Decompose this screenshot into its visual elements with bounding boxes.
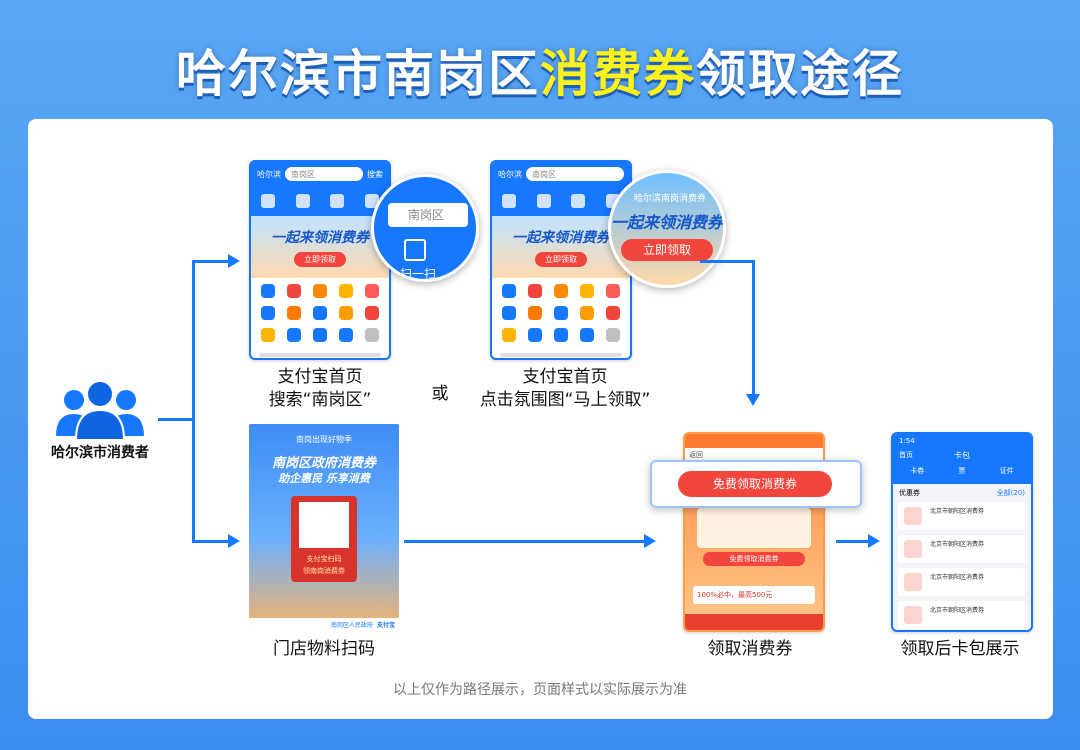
promo-banner[interactable]: 一起来领消费券立即领取	[251, 216, 389, 278]
receive-button[interactable]: 免费领取消费券	[678, 471, 832, 497]
tab-coupons[interactable]: 卡券	[910, 467, 925, 475]
arrow-right-icon	[868, 534, 880, 548]
scan-label: 扫一扫	[400, 267, 437, 281]
zoomed-search-input[interactable]: 南岗区	[388, 203, 468, 227]
store-poster: 南岗出现好物季 南岗区政府消费券 助企惠民 乐享消费 支付宝扫码 领南岗消费券 …	[249, 424, 399, 630]
consumer-group-icon	[50, 378, 150, 444]
city-label: 哈尔滨	[498, 169, 522, 179]
cardbag-title: 卡包	[954, 451, 970, 460]
alipay-home-phone-search: 哈尔滨南岗区搜索 一起来领消费券立即领取	[249, 160, 391, 360]
or-label: 或	[431, 384, 449, 404]
promo-text: 100%必中，最高500元	[693, 586, 815, 604]
scan-icon[interactable]	[404, 239, 426, 261]
poster-title-line1: 南岗区政府消费券	[271, 456, 376, 471]
poster-header: 南岗出现好物季	[296, 435, 352, 444]
zoomed-banner-title: 一起来领消费券	[611, 213, 724, 232]
zoomed-banner-top: 哈尔滨南岗消费券	[633, 194, 706, 204]
claim-button[interactable]: 立即领取	[535, 252, 587, 267]
connector-line	[836, 540, 870, 543]
envelope-text: 领南岗消费券	[303, 567, 345, 575]
app-icon-row	[251, 186, 389, 216]
app-icon-row	[492, 186, 630, 216]
connector-line	[700, 260, 754, 263]
poster-footer: 南岗区人民政府支付宝	[249, 618, 399, 630]
cardbag-caption: 领取后卡包展示	[900, 639, 1020, 659]
search-input[interactable]: 南岗区	[526, 167, 624, 181]
back-button[interactable]: 首页	[899, 451, 913, 459]
connector-line	[158, 418, 194, 421]
section-title: 优惠券	[899, 489, 920, 497]
receive-zoom-bar: 免费领取消费券	[650, 460, 862, 508]
envelope-text: 支付宝扫码	[306, 555, 342, 563]
step1-caption: 支付宝首页搜索“南岗区”	[268, 367, 372, 410]
list-item[interactable]: 北京市朝阳区消费券	[898, 502, 1026, 530]
title-highlight: 消费券	[540, 45, 696, 103]
tab-tickets[interactable]: 票	[958, 467, 966, 475]
service-icon-grid	[492, 278, 630, 348]
receive-caption: 领取消费券	[707, 639, 793, 659]
search-input[interactable]: 南岗区	[285, 167, 363, 181]
claim-button[interactable]: 立即领取	[294, 252, 346, 267]
consumer-label: 哈尔滨市消费者	[51, 445, 149, 461]
arrow-right-icon	[228, 534, 240, 548]
poster-caption: 门店物料扫码	[273, 639, 375, 659]
tab-ids[interactable]: 证件	[999, 467, 1014, 475]
search-button[interactable]: 搜索	[367, 169, 383, 179]
card-bag-phone: 1:54 首页 卡包 卡券 票 证件 优惠券 全部(20) 北京市朝阳区消费券 …	[891, 432, 1033, 632]
arrow-right-icon	[644, 534, 656, 548]
qr-code-icon[interactable]	[299, 502, 349, 548]
alipay-home-phone-banner: 哈尔滨南岗区 一起来领消费券立即领取	[490, 160, 632, 360]
poster-title-line2: 助企惠民 乐享消费	[278, 472, 370, 485]
list-item[interactable]: 北京市朝阳区消费券	[898, 568, 1026, 596]
banner-zoom-bubble: 哈尔滨南岗消费券 一起来领消费券 立即领取	[608, 170, 726, 288]
list-item[interactable]: 北京市朝阳区消费券	[898, 535, 1026, 563]
footnote: 以上仅作为路径展示，页面样式以实际展示为准	[393, 682, 687, 698]
step2-caption: 支付宝首页点击氛围图“马上领取”	[479, 367, 651, 410]
promo-banner[interactable]: 一起来领消费券立即领取	[492, 216, 630, 278]
status-time: 1:54	[899, 437, 915, 445]
connector-line	[192, 260, 195, 542]
connector-line	[404, 540, 646, 543]
arrow-right-icon	[228, 254, 240, 268]
list-item[interactable]: 北京市朝阳区消费券	[898, 601, 1026, 629]
arrow-down-icon	[746, 394, 760, 406]
coupon-list: 北京市朝阳区消费券 北京市朝阳区消费券 北京市朝阳区消费券 北京市朝阳区消费券	[893, 502, 1031, 629]
service-icon-grid	[251, 278, 389, 348]
connector-line	[192, 260, 230, 263]
view-all-link[interactable]: 全部(20)	[996, 489, 1025, 497]
search-zoom-bubble: 南岗区 扫一扫	[371, 174, 479, 282]
page-title: 哈尔滨市南岗区消费券领取途径	[176, 45, 904, 103]
poster-envelope: 支付宝扫码 领南岗消费券	[291, 496, 357, 582]
connector-line	[192, 540, 230, 543]
back-button[interactable]: 返回	[685, 448, 823, 462]
coupon-grid	[697, 508, 811, 548]
zoomed-claim-button[interactable]: 立即领取	[621, 239, 713, 261]
city-label: 哈尔滨	[257, 169, 281, 179]
receive-button-small[interactable]: 免费领取消费券	[703, 552, 805, 566]
connector-line	[752, 260, 755, 396]
